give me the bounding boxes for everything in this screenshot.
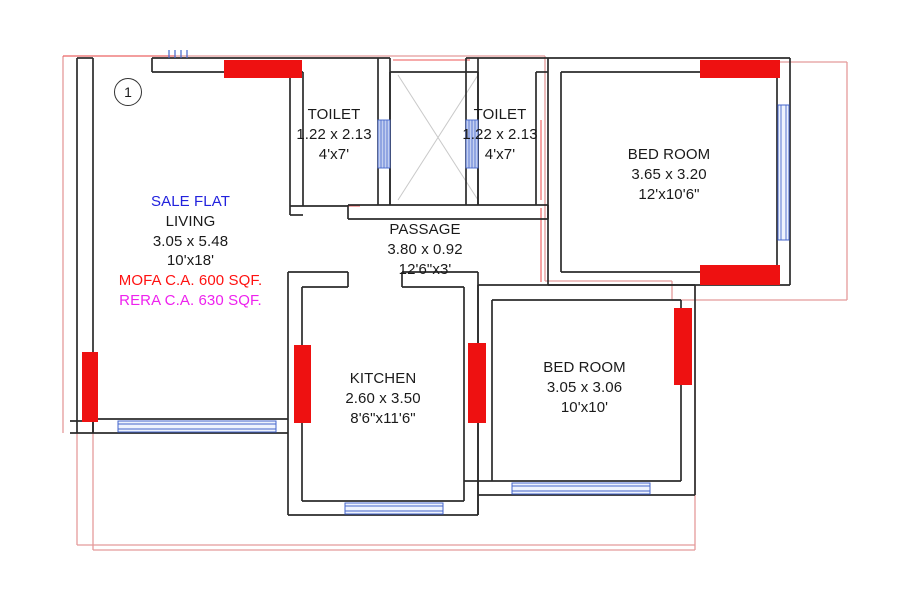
kitchen-name: KITCHEN <box>349 370 417 387</box>
room-label-toilet-2: TOILET 1.22 x 2.13 4'x7' <box>456 105 544 164</box>
door-bedroom1-bottom <box>700 265 780 285</box>
bedroom2-name: BED ROOM <box>543 359 626 376</box>
bedroom2-dim-metric: 3.05 x 3.06 <box>546 378 623 396</box>
door-kitchen-left <box>294 345 311 423</box>
room-label-living: SALE FLAT LIVING 3.05 x 5.48 10'x18' MOF… <box>93 192 288 311</box>
windows-blue <box>117 50 790 515</box>
bedroom1-name: BED ROOM <box>627 146 711 163</box>
window-toilet2-duct <box>465 119 479 169</box>
kitchen-dim-imperial: 8'6"x11'6" <box>350 409 416 427</box>
plan-marker-label: 1 <box>124 84 132 100</box>
toilet2-dim-imperial: 4'x7' <box>484 145 516 163</box>
door-kitchen-right <box>468 343 486 423</box>
window-bedroom1-right <box>777 104 790 241</box>
plan-marker-1: 1 <box>114 78 142 106</box>
toilet1-name: TOILET <box>307 106 361 123</box>
living-dim-metric: 3.05 x 5.48 <box>152 232 229 250</box>
door-bedroom1-top <box>700 60 780 78</box>
property-boundary <box>62 55 848 551</box>
rera-area-label: RERA C.A. 630 SQF. <box>119 291 262 309</box>
doors-red <box>82 60 780 423</box>
toilet1-dim-metric: 1.22 x 2.13 <box>296 125 372 143</box>
room-label-toilet-1: TOILET 1.22 x 2.13 4'x7' <box>290 105 378 164</box>
bedroom1-dim-imperial: 12'x10'6" <box>638 185 700 203</box>
room-label-passage: PASSAGE 3.80 x 0.92 12'6"x3' <box>330 220 520 279</box>
window-kitchen-bottom <box>344 502 444 515</box>
window-toilet1-duct <box>377 119 391 169</box>
passage-dim-imperial: 12'6"x3' <box>398 260 452 278</box>
living-dim-imperial: 10'x18' <box>166 252 215 270</box>
room-label-bedroom-2: BED ROOM 3.05 x 3.06 10'x10' <box>502 358 667 417</box>
sale-flat-label: SALE FLAT <box>151 193 230 210</box>
door-living-left <box>82 352 98 422</box>
room-label-bedroom-1: BED ROOM 3.65 x 3.20 12'x10'6" <box>584 145 754 204</box>
window-bedroom2-bottom <box>511 482 651 495</box>
toilet2-name: TOILET <box>473 106 527 123</box>
duct-shaft-hatch <box>397 74 479 201</box>
bedroom2-dim-imperial: 10'x10' <box>560 398 609 416</box>
passage-dim-metric: 3.80 x 0.92 <box>387 240 463 258</box>
room-label-kitchen: KITCHEN 2.60 x 3.50 8'6"x11'6" <box>305 369 461 428</box>
passage-name: PASSAGE <box>389 221 461 238</box>
toilet2-dim-metric: 1.22 x 2.13 <box>462 125 538 143</box>
mofa-area-label: MOFA C.A. 600 SQF. <box>118 272 263 290</box>
window-living-bottom <box>117 420 277 433</box>
living-name: LIVING <box>165 212 216 230</box>
kitchen-dim-metric: 2.60 x 3.50 <box>345 389 421 407</box>
bedroom1-dim-metric: 3.65 x 3.20 <box>631 165 707 183</box>
toilet1-dim-imperial: 4'x7' <box>318 145 350 163</box>
ticks-top-living <box>168 50 188 58</box>
door-bedroom2-right <box>674 308 692 385</box>
door-entry-top <box>224 60 302 78</box>
